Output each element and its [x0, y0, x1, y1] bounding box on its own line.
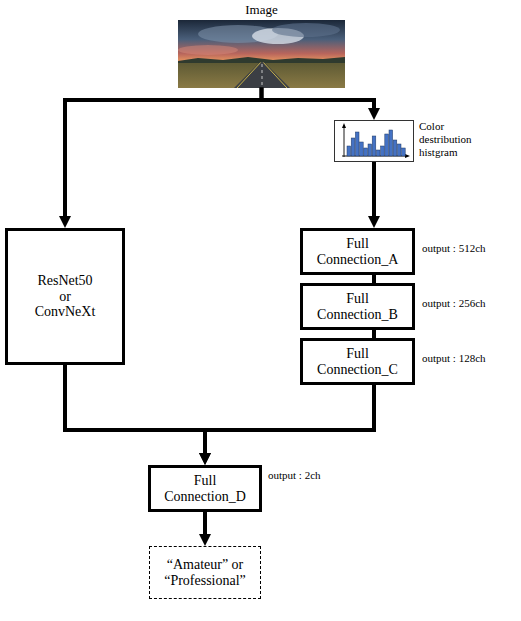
fc-box: Full Connection_A: [300, 228, 415, 275]
histogram-bars: [347, 130, 405, 156]
road-edge: [237, 62, 261, 88]
cloud: [272, 23, 340, 37]
output-size-label: output : 2ch: [268, 469, 321, 482]
sky: [178, 20, 345, 63]
histogram-box: Color destribution histgram: [334, 120, 414, 162]
connector: [65, 88, 262, 216]
output-size-label: output : 512ch: [422, 242, 486, 255]
node-text: Full Connection_B: [317, 291, 398, 322]
connector: [372, 162, 376, 216]
axis-arrow: [405, 154, 410, 158]
connector: [205, 385, 374, 453]
road-edge: [263, 62, 287, 88]
ground: [178, 63, 345, 88]
node-text: Full Connection_C: [317, 346, 398, 377]
axis: [344, 127, 345, 157]
fc-box: Full Connection_C: [300, 338, 415, 385]
output-size-label: output : 256ch: [422, 297, 486, 310]
node-text: ResNet50 or ConvNeXt: [35, 273, 96, 319]
connector: [65, 365, 205, 453]
input-image: Image: [178, 2, 345, 88]
connector: [203, 512, 207, 534]
cloud: [178, 45, 238, 55]
node-text: Image: [178, 2, 345, 18]
fc-box: Full Connection_D: [148, 465, 262, 512]
icon-ground: [334, 120, 414, 162]
fc-box: Full Connection_B: [300, 283, 415, 330]
node-text: Full Connection_A: [317, 236, 399, 267]
axis-arrow: [342, 123, 346, 128]
connector: [372, 330, 376, 338]
backbone-box: ResNet50 or ConvNeXt: [5, 228, 125, 365]
node-text: Full Connection_D: [164, 473, 246, 504]
road: [234, 62, 290, 88]
connector: [262, 88, 375, 108]
connector: [372, 275, 376, 283]
node-text: “Amateur” or “Professional”: [164, 557, 246, 588]
histogram-icon: [334, 120, 414, 162]
road-marking: [262, 64, 263, 88]
input-photo: [178, 20, 345, 88]
output-size-label: output : 128ch: [422, 352, 486, 365]
output-box: “Amateur” or “Professional”: [149, 546, 261, 599]
node-text: Color destribution histgram: [419, 120, 472, 160]
